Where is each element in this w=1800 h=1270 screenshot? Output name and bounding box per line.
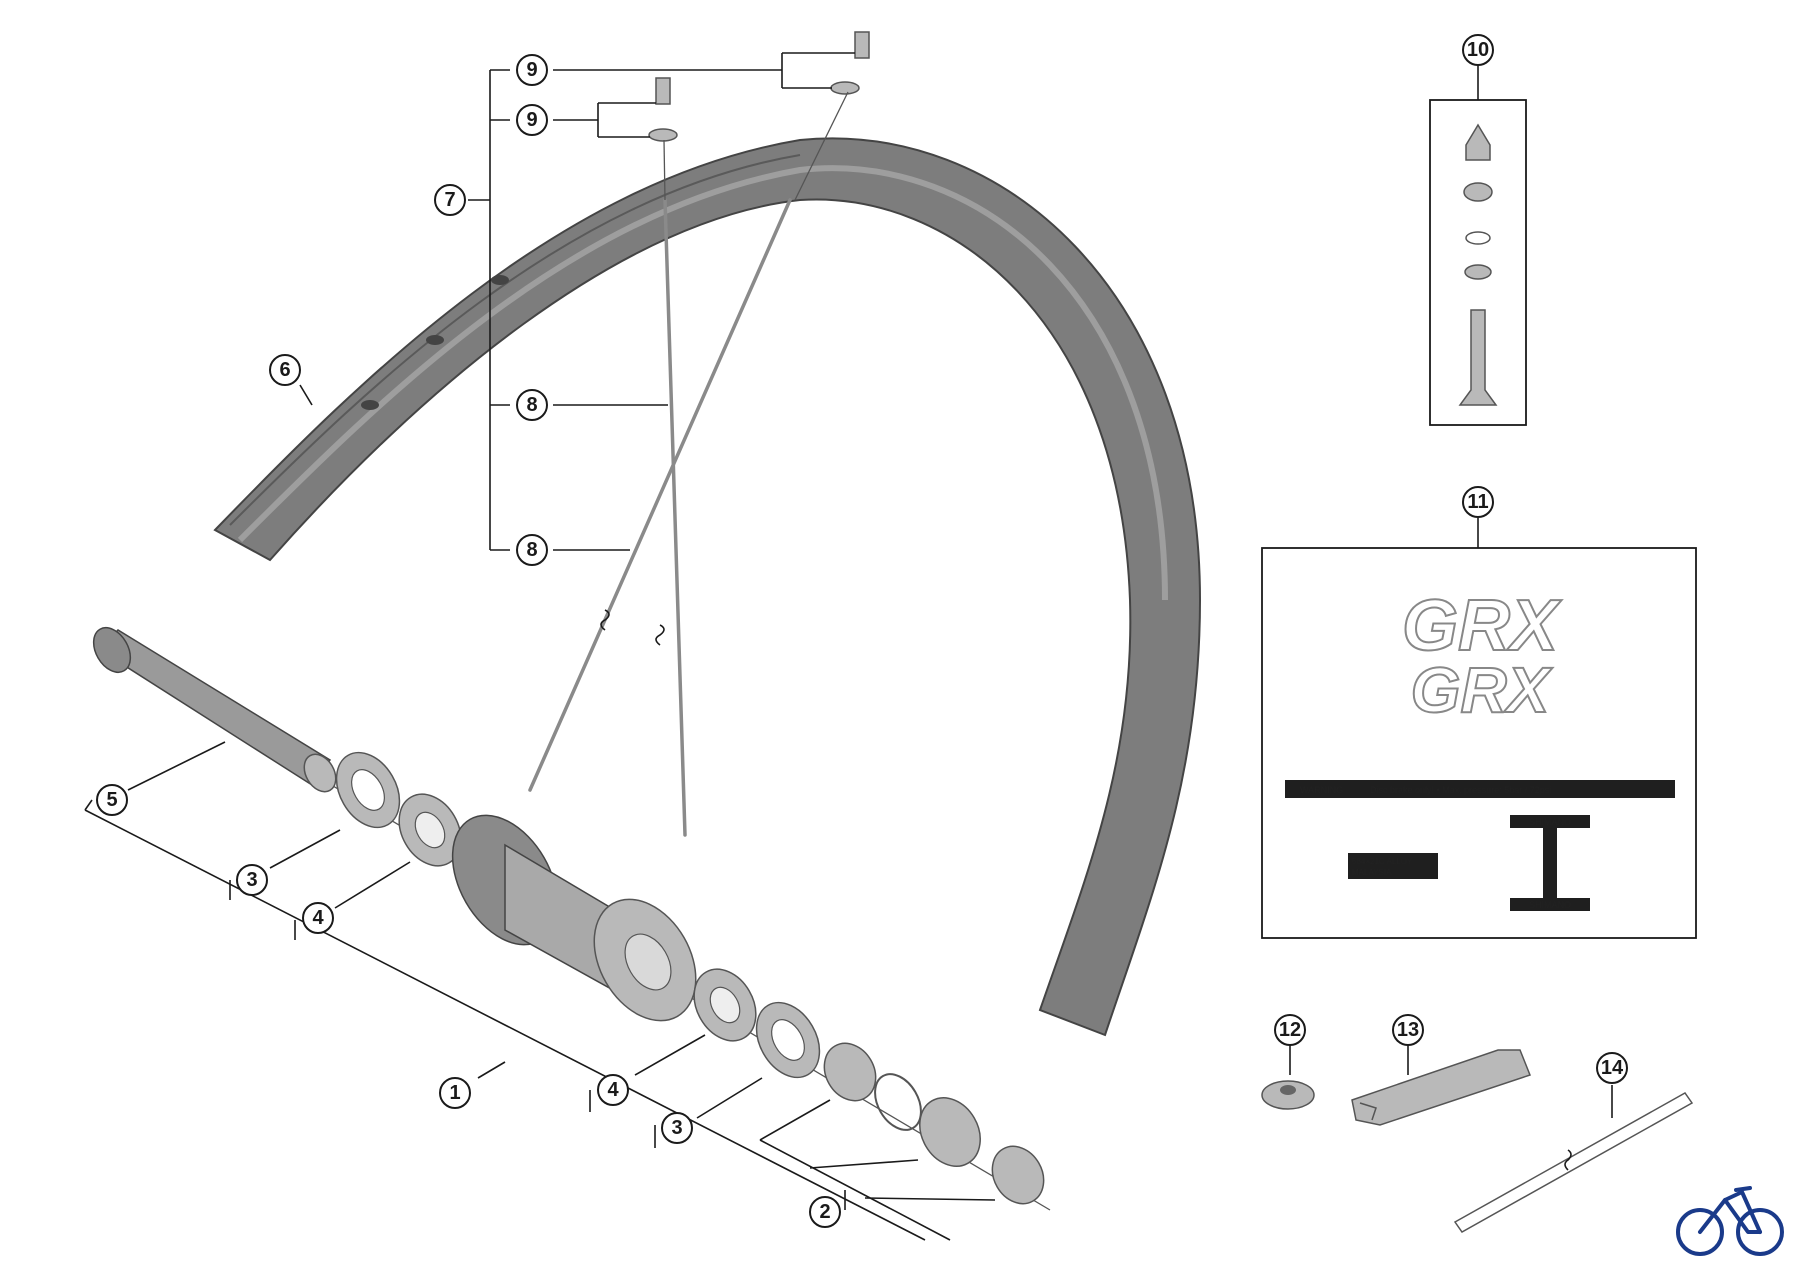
svg-text:8: 8 [526, 394, 537, 416]
spoke-nipple-lower [648, 77, 678, 142]
svg-text:2: 2 [819, 1201, 830, 1223]
callout-13: 13 [1392, 1014, 1424, 1046]
svg-text:1: 1 [449, 1082, 460, 1104]
svg-text:5: 5 [106, 789, 117, 811]
grx-logo-1: GRX [1402, 586, 1562, 666]
bicycle-icon [1676, 1186, 1784, 1256]
callout-12: 12 [1274, 1014, 1306, 1046]
hub-assembly [92, 626, 1051, 1211]
callout-7: 7 [434, 184, 466, 216]
callout-2: 2 [809, 1196, 841, 1228]
grx-logo-decals: GRX GRX [1401, 585, 1563, 727]
callout-3a: 3 [236, 864, 268, 896]
callout-6: 6 [269, 354, 301, 386]
svg-text:10: 10 [1467, 39, 1489, 61]
svg-text:12: 12 [1279, 1019, 1301, 1041]
spoke-wrench [1351, 1049, 1531, 1126]
svg-text:9: 9 [526, 59, 537, 81]
svg-text:3: 3 [671, 1117, 682, 1139]
callout-14: 14 [1596, 1052, 1628, 1084]
callout-4b: 4 [597, 1074, 629, 1106]
end-cap-a [823, 1042, 877, 1102]
spoke-nipple-upper [830, 31, 870, 95]
spokes [528, 91, 849, 837]
svg-text:14: 14 [1601, 1057, 1624, 1079]
rim [213, 137, 1202, 1037]
svg-text:13: 13 [1397, 1019, 1419, 1041]
callouts: 9 9 7 6 8 8 5 3 [96, 34, 1628, 1228]
callout-10: 10 [1462, 34, 1494, 66]
svg-text:11: 11 [1467, 491, 1488, 513]
valve-kit-box [1429, 99, 1527, 426]
callout-1: 1 [439, 1077, 471, 1109]
callout-5: 5 [96, 784, 128, 816]
leader-lines [84, 52, 1613, 1241]
svg-text:9: 9 [526, 109, 537, 131]
end-cap-b [919, 1097, 981, 1167]
svg-text:7: 7 [444, 189, 455, 211]
callout-9a: 9 [516, 54, 548, 86]
callout-4a: 4 [302, 902, 334, 934]
warning-text: Disc brake only! • Max. pressure: 5bar /… [1370, 785, 1551, 795]
axle [92, 626, 337, 793]
nipple-tool [1261, 1080, 1315, 1110]
rim-spec-line2: MALAYSIA [1352, 868, 1392, 877]
svg-text:4: 4 [312, 907, 324, 929]
decal-set-box: GRX GRX WARNING Disc brake only! • Max. … [1261, 547, 1697, 939]
callout-8b: 8 [516, 534, 548, 566]
grx-logo-2: GRX [1411, 654, 1553, 726]
callout-3b: 3 [661, 1112, 693, 1144]
callout-9b: 9 [516, 104, 548, 136]
warning-label: WARNING [1300, 785, 1343, 795]
svg-text:3: 3 [246, 869, 257, 891]
svg-text:8: 8 [526, 539, 537, 561]
end-cap-c [991, 1145, 1045, 1205]
o-ring [874, 1073, 922, 1131]
svg-text:4: 4 [607, 1079, 619, 1101]
hub-shell [451, 814, 697, 1022]
shimano-brand-top: SHIMANO [1529, 817, 1571, 827]
callout-8a: 8 [516, 389, 548, 421]
svg-text:6: 6 [279, 359, 290, 381]
rim-spec-line1: 584×21C ALLOY [1352, 857, 1413, 866]
rim-tape [1453, 1092, 1694, 1233]
shimano-brand-bottom: SHIMANO [1529, 900, 1571, 910]
callout-11: 11 [1462, 486, 1494, 518]
